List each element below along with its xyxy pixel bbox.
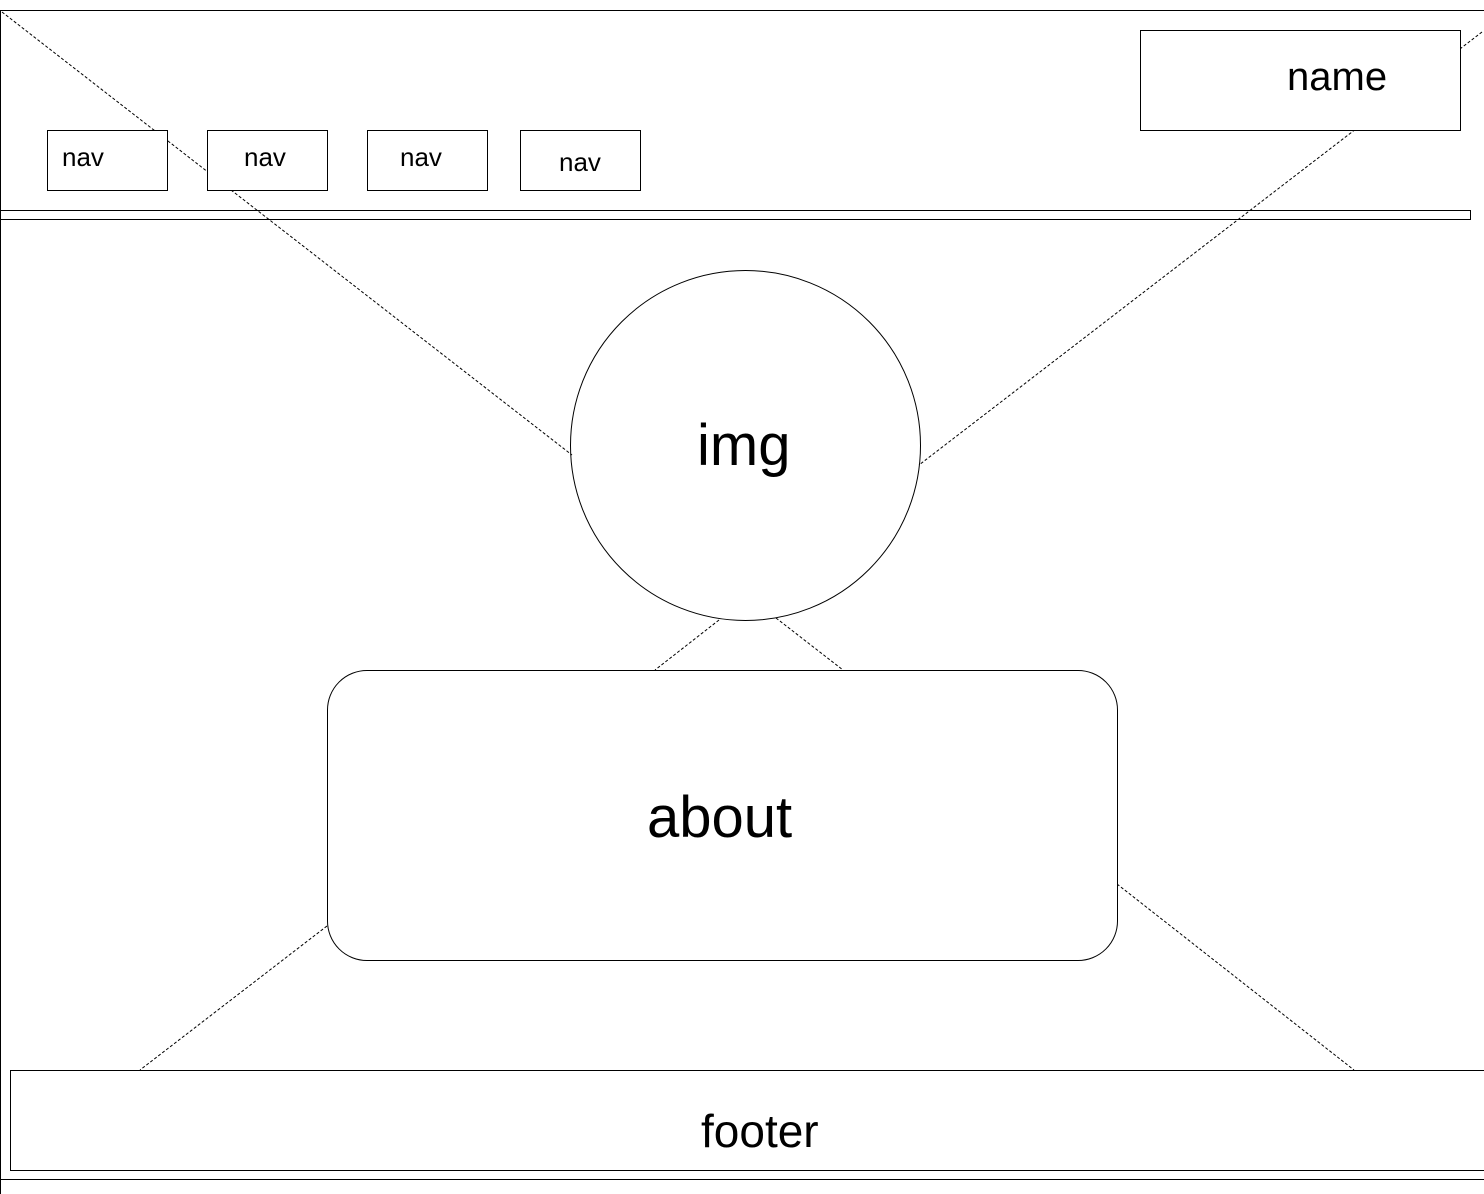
profile-image-placeholder: img (570, 270, 921, 621)
nav-button-label: nav (244, 142, 286, 172)
cross-line-bottom-left (139, 925, 328, 1071)
nav-button-4[interactable]: nav (520, 130, 641, 191)
nav-button-label: nav (559, 147, 601, 177)
nav-button-1[interactable]: nav (47, 130, 168, 191)
site-name-box: name (1140, 30, 1461, 131)
nav-button-2[interactable]: nav (207, 130, 328, 191)
cross-line-circle-left (654, 619, 720, 671)
nav-button-label: nav (400, 142, 442, 172)
nav-button-3[interactable]: nav (367, 130, 488, 191)
cross-line-circle-right (775, 617, 844, 671)
about-label: about (647, 785, 793, 850)
cross-line-bottom-right (1116, 883, 1355, 1071)
cross-line-top-right (918, 31, 1483, 466)
site-name-label: name (1287, 55, 1388, 99)
header-divider (0, 210, 1471, 220)
footer-label: footer (701, 1105, 819, 1157)
cross-line-top-left (1, 11, 573, 456)
footer: footer (10, 1070, 1484, 1171)
nav-button-label: nav (62, 142, 104, 172)
about-panel: about (327, 670, 1118, 961)
image-label: img (697, 413, 791, 478)
